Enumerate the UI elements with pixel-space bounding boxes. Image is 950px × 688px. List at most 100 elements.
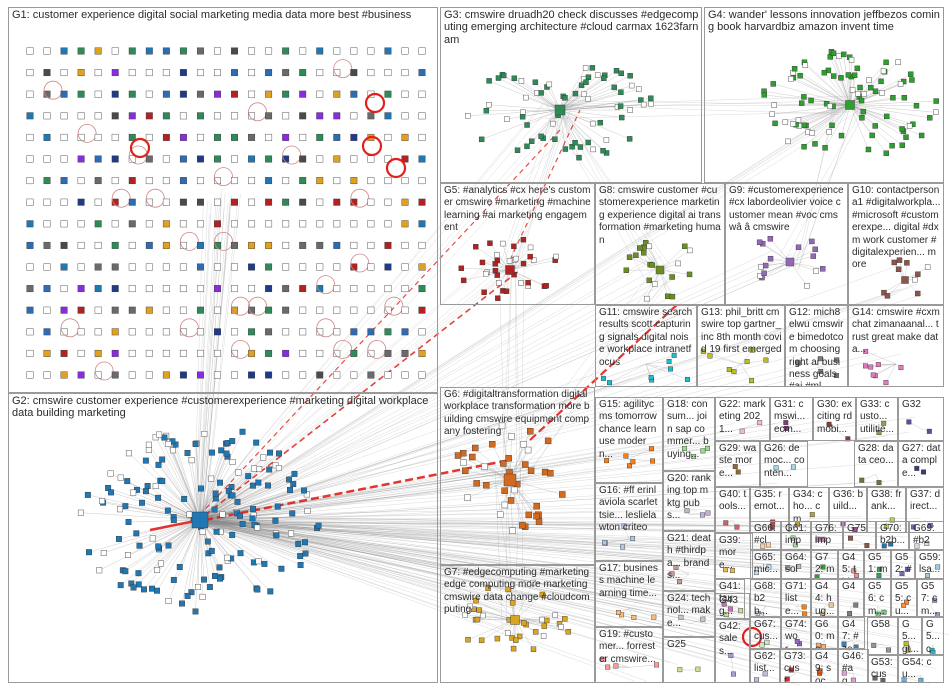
group-label: G71: liste... — [785, 581, 808, 617]
group-label: G61: impr... — [785, 523, 808, 550]
group-panel-g30: G30: exciting rdmobi... — [813, 397, 856, 441]
group-panel-g3: G3: cmswire druadh20 check discusses #ed… — [440, 7, 702, 183]
group-label: G28: data ceo... — [858, 443, 895, 468]
group-panel-g15: G15: agilitycms tomorrow chance learn us… — [595, 397, 663, 483]
group-panel-g10: G10: contactpersona1 #digitalworkpla... … — [848, 183, 944, 305]
group-panel-g46: G46: #ag... — [838, 649, 869, 683]
group-panel-g53: G53: cust... — [867, 655, 898, 683]
group-label: G76: impr... — [815, 523, 840, 550]
group-label: G19: #customer... forrester cmswire... — [599, 629, 660, 666]
group-panel-g54: G54: cu... — [898, 655, 944, 683]
group-label: G43 — [719, 595, 747, 607]
group-label: G75 — [847, 523, 873, 535]
group-label: G65: mic... — [754, 552, 778, 577]
group-panel-g33: G33: custo... utilitie... — [856, 397, 898, 441]
group-panel-g66: G66: #clo... — [750, 521, 781, 550]
group-panel-g27: G27: data comple... — [898, 441, 944, 487]
group-label: G15: agilitycms tomorrow chance learn us… — [599, 399, 660, 461]
group-label: G4: wander' lessons innovation jeffbezos… — [708, 9, 941, 34]
group-panel-g25: G25 — [663, 637, 715, 683]
group-panel-g16: G16: #ff erinlaviola scarlettsie... lesl… — [595, 483, 663, 561]
group-panel-g21: G21: death #thirdpa... brands... — [663, 531, 715, 591]
group-label: G16: #ff erinlaviola scarlettsie... lesl… — [599, 485, 660, 535]
group-label: G59: lsa... — [919, 552, 941, 577]
group-panel-g73: G73: cust... — [780, 649, 811, 683]
group-panel-g76: G76: impr... — [811, 521, 843, 550]
group-label: G37: direct... — [910, 489, 941, 514]
group-panel-g43: G43 — [715, 593, 750, 619]
group-panel-g72: G72: mor... — [811, 550, 838, 579]
group-label: G51: mo... — [868, 552, 888, 579]
group-label: G1: customer experience digital social m… — [12, 9, 435, 21]
group-label: G24: technol... make... — [667, 593, 712, 630]
group-label: G67: cus... — [754, 619, 778, 644]
group-panel-g29: G29: waste more... — [715, 441, 760, 487]
group-label: G7: #edgecomputing #marketing edge compu… — [444, 567, 592, 617]
group-panel-g55: G55: cu... — [891, 579, 917, 617]
group-panel-g4x: G4 — [838, 579, 864, 617]
group-panel-g69: G69: #b2c... — [909, 521, 944, 550]
group-panel-g11: G11: cmswire search results scott captur… — [595, 305, 697, 387]
group-panel-g60: G60: me... — [811, 617, 838, 649]
group-label: G5... cm... — [926, 619, 941, 655]
group-panel-g26: G26: democ... conten... — [760, 441, 808, 487]
group-panel-g71: G71: liste... — [781, 579, 811, 617]
group-label: G13: phil_britt cmswire top gartner_inc … — [701, 307, 782, 357]
group-label: G58 — [871, 619, 895, 631]
group-label: G72: mor... — [815, 552, 835, 579]
group-label: G17: business machine learning time... — [599, 563, 660, 600]
group-panel-g1: G1: customer experience digital social m… — [8, 7, 438, 393]
group-panel-g65: G65: mic... — [750, 550, 781, 579]
group-panel-g22: G22: marketing 2021... — [715, 397, 770, 441]
group-label: G31: cmswi... ecm... — [774, 399, 810, 436]
group-panel-g67: G67: cus... — [750, 617, 781, 649]
group-panel-g74: G74: wor... — [781, 617, 811, 649]
group-label: G25 — [667, 639, 712, 651]
group-label: G20: ranking top mktg pubs... — [667, 473, 712, 523]
group-label: G46: #ag... — [842, 651, 866, 683]
group-label: G26: democ... conten... — [764, 443, 805, 480]
group-label: G8: cmswire customer #customerexperience… — [599, 185, 722, 247]
group-label: G57: cm... — [921, 581, 941, 617]
group-panel-g64: G64: solu... — [781, 550, 811, 579]
group-label: G36: build... — [833, 489, 864, 514]
group-label: G10: contactpersona1 #digitalworkpla... … — [852, 185, 941, 272]
group-label: G35: remot... — [754, 489, 786, 514]
group-panel-g31: G31: cmswi... ecm... — [770, 397, 813, 441]
group-label: G6: #digitaltransformation digital workp… — [444, 389, 592, 439]
group-panel-g58: G58 — [867, 617, 898, 655]
group-label: G54: cu... — [902, 657, 941, 682]
group-panel-g52: G52: #m... — [891, 550, 915, 579]
group-panel-g68: G68: b2b... — [750, 579, 781, 617]
group-label: G49: soci... — [815, 651, 835, 683]
group-label: G22: marketing 2021... — [719, 399, 767, 436]
group-label: G45: thi... — [842, 552, 861, 579]
group-panel-g20: G20: ranking top mktg pubs... — [663, 471, 715, 531]
group-label: G40: tools... — [719, 489, 747, 514]
group-panel-g17: G17: business machine learning time... — [595, 561, 663, 627]
group-label: G60: me... — [815, 619, 835, 649]
group-label: G3: cmswire druadh20 check discusses #ed… — [444, 9, 699, 46]
group-panel-g40: G40: tools... — [715, 487, 750, 533]
group-panel-g57: G57: cm... — [917, 579, 944, 617]
group-label: G27: data comple... — [902, 443, 941, 480]
group-panel-g47: G47: #ze... — [838, 617, 865, 649]
group-label: G11: cmswire search results scott captur… — [599, 307, 694, 369]
group-label: G42: sales... — [719, 621, 747, 658]
group-panel-g5x1: G5... gt... — [898, 617, 922, 655]
group-panel-g13: G13: phil_britt cmswire top gartner_inc … — [697, 305, 785, 387]
group-panel-g6: G6: #digitaltransformation digital workp… — [440, 387, 595, 565]
group-label: G38: frank... — [871, 489, 903, 514]
group-panel-g62: G62: list... — [750, 649, 780, 683]
group-label: G2: cmswire customer experience #custome… — [12, 395, 435, 420]
group-label: G74: wor... — [785, 619, 808, 649]
group-label: G44: hug... — [815, 581, 835, 617]
group-panel-g8: G8: cmswire customer #customerexperience… — [595, 183, 725, 305]
group-panel-g42: G42: sales... — [715, 619, 750, 683]
group-label: G62: list... — [754, 651, 777, 676]
group-panel-g9: G9: #customerexperience #cx labordeolivi… — [725, 183, 848, 305]
group-label: G39: more... — [719, 535, 750, 572]
group-label: G32 — [902, 399, 941, 411]
group-panel-g49: G49: soci... — [811, 649, 838, 683]
group-panel-g24: G24: technol... make... — [663, 591, 715, 637]
